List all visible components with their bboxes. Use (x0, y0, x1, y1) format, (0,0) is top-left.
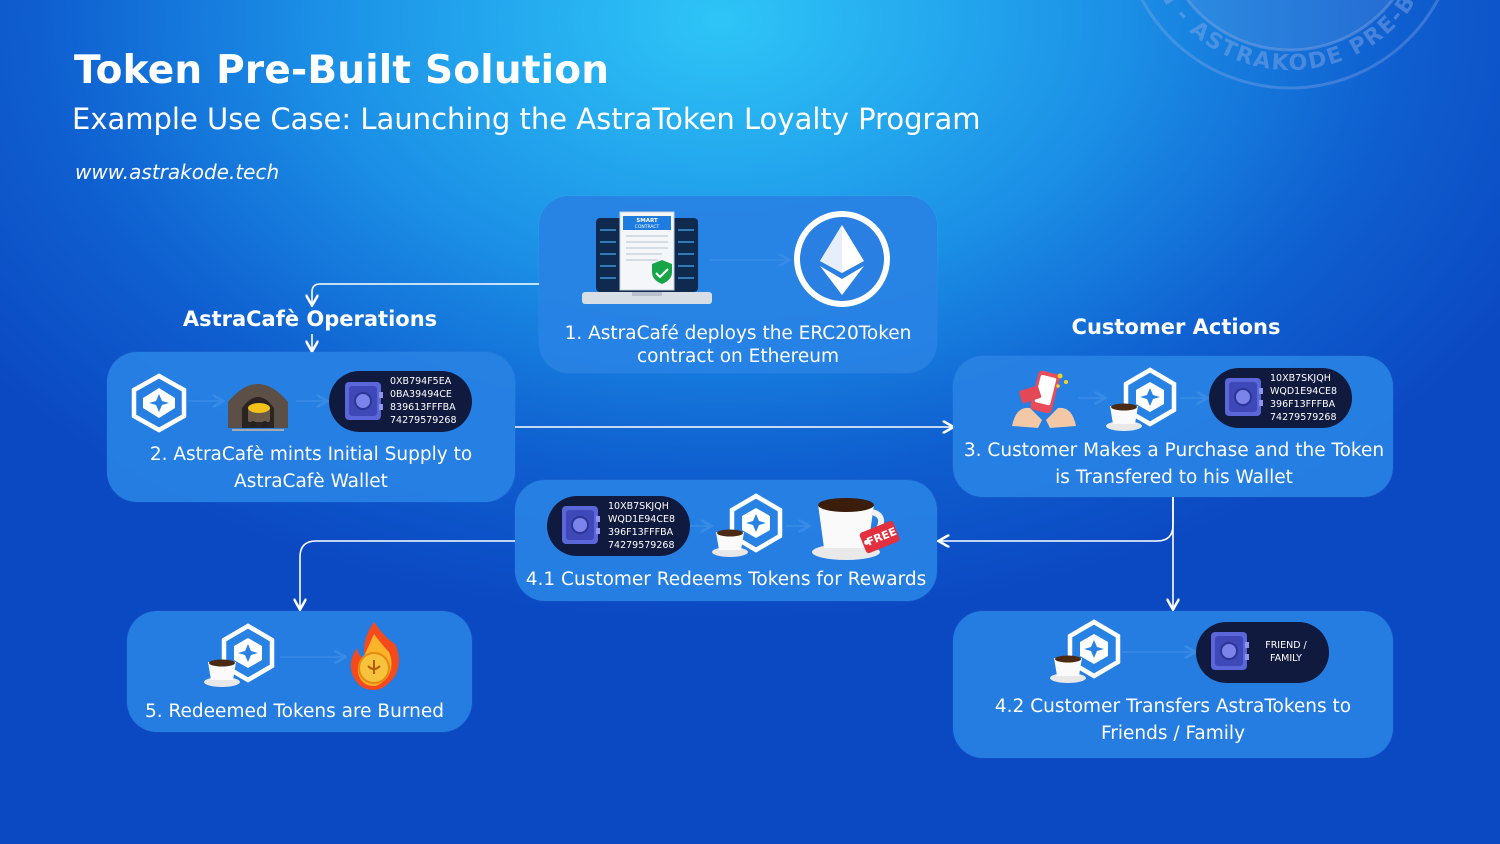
step-41-caption: 4.1 Customer Redeems Tokens for Rewards (525, 569, 927, 590)
address-line: 839613FFFBA (390, 402, 456, 413)
friend-wallet-label: FRIEND / FAMILY (1258, 639, 1314, 665)
friend-label-line2: FAMILY (1270, 653, 1302, 664)
step-2-caption-line2: AstraCafè Wallet (234, 471, 388, 492)
step-5-box (127, 611, 472, 732)
address-line: 396F13FFFBA (1270, 399, 1336, 410)
address-line: WQD1E94CE8 (1270, 386, 1338, 397)
address-line: 10XB7SKJQH (1270, 373, 1331, 384)
redeem-wallet-address: 10XB7SKJQH WQD1E94CE8 396F13FFFBA 742795… (608, 500, 675, 552)
free-coffee-icon: FREE (812, 498, 900, 560)
ethereum-icon (794, 211, 890, 307)
phone-purchase-icon (1012, 370, 1076, 428)
customer-wallet-address: 10XB7SKJQH WQD1E94CE8 396F13FFFBA 742795… (1270, 372, 1337, 424)
address-line: 74279579268 (390, 415, 457, 426)
section-operations: AstraCafè Operations (182, 307, 438, 331)
doc-label-contract: CONTRACT (635, 224, 660, 230)
vault-icon (345, 382, 383, 420)
address-line: 74279579268 (1270, 412, 1337, 423)
coffee-token-icon (1050, 619, 1121, 683)
step-3-caption: 3. Customer Makes a Purchase and the Tok… (953, 437, 1403, 491)
step-1-caption: 1. AstraCafé deploys the ERC20Token cont… (539, 320, 963, 370)
website-url[interactable]: www.astrakode.tech (75, 160, 280, 184)
step-3-caption-line1: 3. Customer Makes a Purchase and the Tok… (963, 440, 1385, 461)
mint-wallet-address: 0XB794F5EA 0BA39494CE 839613FFFBA 742795… (390, 375, 457, 427)
friend-label-line1: FRIEND / (1265, 640, 1307, 651)
mining-cart-icon (228, 384, 288, 431)
step-1-caption-line2: contract on Ethereum (636, 346, 840, 367)
page-subtitle: Example Use Case: Launching the AstraTok… (72, 102, 981, 136)
vault-icon (1225, 378, 1263, 416)
step-5-caption: 5. Redeemed Tokens are Burned (145, 701, 444, 722)
astrakode-seal: TOKEN - ASTRAKODE PRE-BUILT SOLUTIONS - … (1110, 0, 1444, 90)
address-line: 0BA39494CE (390, 389, 452, 400)
coffee-token-icon (712, 493, 783, 557)
vault-icon (562, 506, 600, 544)
laptop-contract-icon: SMART CONTRACT (582, 211, 712, 304)
step-42-caption: 4.2 Customer Transfers AstraTokens to Fr… (953, 693, 1393, 747)
address-line: 74279579268 (608, 540, 675, 551)
address-line: WQD1E94CE8 (608, 514, 676, 525)
step-42-caption-line2: Friends / Family (1100, 723, 1246, 744)
vault-icon (1211, 632, 1249, 670)
address-line: 0XB794F5EA (390, 376, 452, 387)
step-3-caption-line2: is Transfered to his Wallet (1055, 467, 1293, 488)
step-2-caption-line1: 2. AstraCafè mints Initial Supply to (149, 444, 473, 465)
address-line: 10XB7SKJQH (608, 501, 669, 512)
page-title: Token Pre-Built Solution (74, 48, 610, 93)
burn-fire-icon (350, 622, 399, 690)
address-line: 396F13FFFBA (608, 527, 674, 538)
step-1-caption-line1: 1. AstraCafé deploys the ERC20Token (564, 323, 912, 344)
section-customer: Customer Actions (1071, 315, 1281, 339)
step-42-caption-line1: 4.2 Customer Transfers AstraTokens to (994, 696, 1352, 717)
doc-label-smart: SMART (636, 218, 658, 224)
coffee-token-icon (1106, 367, 1177, 431)
step-2-caption: 2. AstraCafè mints Initial Supply to Ast… (107, 441, 515, 495)
coffee-token-icon (204, 623, 275, 687)
astra-token-icon (131, 373, 187, 433)
